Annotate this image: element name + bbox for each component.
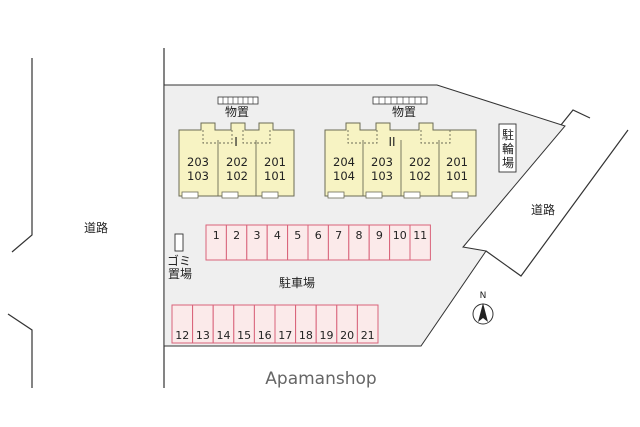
parking-space-number-9: 9 xyxy=(376,229,383,242)
building-2: II 204 104 203 103 202 102 201 101 xyxy=(324,122,477,199)
parking-space-number-5: 5 xyxy=(294,229,301,242)
building-2-name: II xyxy=(388,135,395,149)
parking-space-number-13: 13 xyxy=(196,329,210,342)
b2-unit-4-lower: 101 xyxy=(446,169,468,183)
b2-unit-3-lower: 102 xyxy=(409,169,431,183)
parking-space-number-15: 15 xyxy=(237,329,251,342)
watermark: Apamanshop xyxy=(265,369,376,389)
parking-space-number-18: 18 xyxy=(299,329,313,342)
storage-label-1: 物置 xyxy=(225,105,249,119)
b2-unit-2-upper: 203 xyxy=(371,155,393,169)
parking-label: 駐車場 xyxy=(279,275,315,290)
parking-space-number-11: 11 xyxy=(413,229,427,242)
garbage-bin xyxy=(174,233,184,252)
b2-unit-4-upper: 201 xyxy=(446,155,468,169)
parking-space-21 xyxy=(356,304,379,344)
parking-space-number-12: 12 xyxy=(175,329,189,342)
storage-shed-2 xyxy=(372,96,428,105)
b2-unit-1-lower: 104 xyxy=(333,169,355,183)
storage-shed-1 xyxy=(217,96,259,105)
b1-unit-2-upper: 202 xyxy=(226,155,248,169)
parking-space-number-1: 1 xyxy=(213,229,220,242)
b1-unit-1-lower: 103 xyxy=(187,169,209,183)
north-arrow-icon xyxy=(478,303,488,322)
bike-parking xyxy=(498,123,517,173)
b1-unit-1-upper: 203 xyxy=(187,155,209,169)
bike-label-char-2: 輪 xyxy=(502,141,514,156)
road-label-left: 道路 xyxy=(84,220,108,235)
bike-label-char-1: 駐 xyxy=(502,127,514,142)
parking-space-number-14: 14 xyxy=(217,329,231,342)
parking-space-number-10: 10 xyxy=(393,229,407,242)
parking-space-number-21: 21 xyxy=(361,329,375,342)
left-road-edge-lower xyxy=(7,313,33,388)
bike-label: 駐 輪 場 xyxy=(502,127,514,170)
parking-space-number-6: 6 xyxy=(315,229,322,242)
parking-row-bottom: 12 13 14 15 16 17 18 19 20 21 xyxy=(171,304,379,344)
building-1-name: I xyxy=(234,135,238,149)
parking-space-number-20: 20 xyxy=(340,329,354,342)
b1-unit-3-upper: 201 xyxy=(264,155,286,169)
parking-space-number-19: 19 xyxy=(320,329,334,342)
parking-space-number-4: 4 xyxy=(274,229,281,242)
b1-unit-2-lower: 102 xyxy=(226,169,248,183)
parking-space-number-2: 2 xyxy=(233,229,240,242)
b2-unit-3-upper: 202 xyxy=(409,155,431,169)
building-1: I 203 103 202 102 201 101 xyxy=(178,122,295,199)
storage-label-2: 物置 xyxy=(392,105,416,119)
building-1-outline xyxy=(178,122,295,197)
parking-space-number-16: 16 xyxy=(258,329,272,342)
garbage-label-line-2: 置場 xyxy=(168,267,192,281)
garbage-label-line-1: ゴミ xyxy=(167,253,191,268)
bike-label-char-3: 場 xyxy=(502,156,514,170)
north-arrow: N xyxy=(472,291,494,325)
parking-space-11 xyxy=(409,224,431,261)
right-road-edge-lower xyxy=(485,129,629,277)
b2-unit-1-upper: 204 xyxy=(333,155,355,169)
north-label: N xyxy=(480,291,487,301)
parking-space-number-17: 17 xyxy=(278,329,292,342)
garbage-label: ゴミ 置場 xyxy=(167,253,192,281)
b2-unit-2-lower: 103 xyxy=(371,169,393,183)
parking-space-number-8: 8 xyxy=(356,229,363,242)
b1-unit-3-lower: 101 xyxy=(264,169,286,183)
parking-space-number-7: 7 xyxy=(335,229,342,242)
road-label-right: 道路 xyxy=(531,202,555,217)
parking-space-number-3: 3 xyxy=(254,229,261,242)
left-road-edge-upper xyxy=(11,58,33,253)
